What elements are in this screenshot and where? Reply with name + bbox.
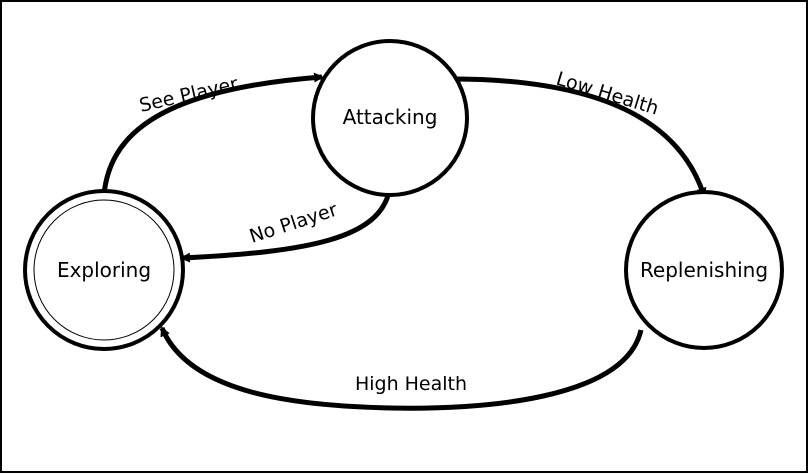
state-exploring-label: Exploring <box>57 258 151 282</box>
state-exploring-inner-circle <box>33 199 175 341</box>
transition-no-player-arrow <box>180 191 392 263</box>
state-exploring: Exploring <box>23 189 185 351</box>
state-replenishing-circle <box>624 190 784 350</box>
transition-high-health-label: High Health <box>355 373 467 395</box>
state-attacking: Attacking <box>311 39 469 197</box>
state-attacking-circle <box>311 39 469 197</box>
transition-see-player-arrow <box>101 72 324 195</box>
transition-high-health-arrow <box>159 326 644 411</box>
transition-high-health: High Health <box>159 326 644 411</box>
state-replenishing: Replenishing <box>624 190 784 350</box>
state-replenishing-label: Replenishing <box>640 258 768 282</box>
transition-low-health-arrow <box>456 76 707 198</box>
state-exploring-outer-circle <box>23 189 185 351</box>
state-attacking-label: Attacking <box>343 105 438 129</box>
